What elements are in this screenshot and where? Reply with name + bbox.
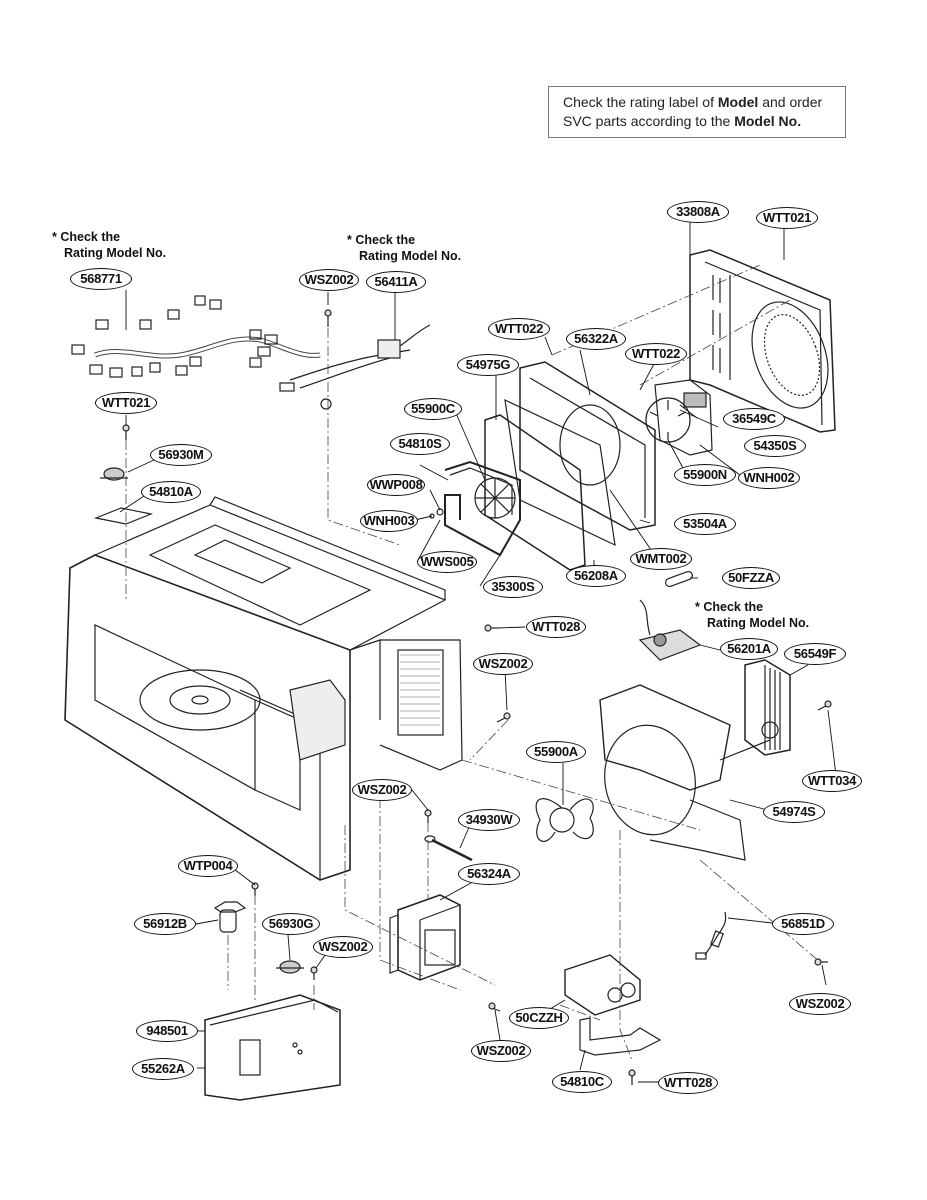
part-label-wsz002-a[interactable]: WSZ002 xyxy=(299,269,359,291)
part-label-wsz002-d[interactable]: WSZ002 xyxy=(313,936,373,958)
notice-line-2: SVC parts according to the Model No. xyxy=(563,113,802,129)
part-label-wtt034[interactable]: WTT034 xyxy=(802,770,862,792)
part-label-wwp008[interactable]: WWP008 xyxy=(367,474,425,496)
assembly-lines xyxy=(125,264,821,1061)
oven-cavity-part xyxy=(64,496,463,881)
air-guide-part xyxy=(599,684,771,861)
part-label-56549f[interactable]: 56549F xyxy=(784,643,846,665)
part-label-50czzh[interactable]: 50CZZH xyxy=(509,1007,569,1029)
back-cover-part xyxy=(689,249,836,433)
part-label-54810a[interactable]: 54810A xyxy=(141,481,201,503)
part-label-56201a[interactable]: 56201A xyxy=(720,638,778,660)
notice-line-1: Check the rating label of Model and orde… xyxy=(563,94,823,110)
part-label-56322a[interactable]: 56322A xyxy=(566,328,626,350)
part-label-54350s[interactable]: 54810S xyxy=(390,433,450,455)
model-notice-box: Check the rating label of Model and orde… xyxy=(548,86,846,138)
part-label-wtt022-a[interactable]: WTT022 xyxy=(488,318,550,340)
part-label-wtt028-b[interactable]: WTT028 xyxy=(658,1072,718,1094)
part-label-wtt022-b[interactable]: WTT022 xyxy=(625,343,687,365)
part-label-33808a[interactable]: 33808A xyxy=(667,201,729,223)
part-label-56324a[interactable]: 56324A xyxy=(458,863,520,885)
hv-diode-part xyxy=(695,911,727,960)
fan-motor-bracket-part xyxy=(645,379,713,456)
capacitor-part xyxy=(564,954,641,1016)
check-rating-note-pcb: * Check the Rating Model No. xyxy=(695,600,810,630)
thermostat-56930g-part xyxy=(276,960,304,974)
part-label-56851d[interactable]: 56851D xyxy=(772,913,834,935)
part-label-36549c[interactable]: 36549C xyxy=(723,408,785,430)
part-label-56208a[interactable]: 56208A xyxy=(566,565,626,587)
part-label-56411a[interactable]: 56411A xyxy=(366,271,426,293)
thermostat-56930m-part xyxy=(100,467,128,481)
micro-switch-56912b-part xyxy=(213,901,247,933)
check-rating-note-harness: * Check the Rating Model No. xyxy=(52,230,167,260)
heater-element-part xyxy=(444,460,521,557)
part-label-wtt028-a[interactable]: WTT028 xyxy=(526,616,586,638)
fuse-part xyxy=(665,570,693,588)
part-label-53504a[interactable]: 53504A xyxy=(674,513,736,535)
part-label-54810c[interactable]: 54810C xyxy=(552,1071,612,1093)
part-label-56912b[interactable]: 56912B xyxy=(134,913,196,935)
part-label-568771[interactable]: 568771 xyxy=(70,268,132,290)
part-label-wtt021-b[interactable]: WTT021 xyxy=(756,207,818,229)
part-label-54810s[interactable]: 54350S xyxy=(744,435,806,457)
capacitor-bracket-part xyxy=(579,1017,662,1056)
part-label-56930m[interactable]: 56930M xyxy=(150,444,212,466)
part-label-55900n[interactable]: 55900N xyxy=(674,464,736,486)
convection-fan-blade-part xyxy=(474,477,516,519)
check-rating-note-power-cord: * Check the Rating Model No. xyxy=(347,233,462,263)
part-label-wsz002-e[interactable]: WSZ002 xyxy=(789,993,851,1015)
part-label-wnh002[interactable]: WNH002 xyxy=(738,467,800,489)
part-label-wmt002[interactable]: WMT002 xyxy=(630,548,692,570)
part-label-54974s[interactable]: 54974S xyxy=(763,801,825,823)
screw-parts xyxy=(122,309,832,1085)
part-label-54975g[interactable]: 54975G xyxy=(457,354,519,376)
part-label-wsz002-f[interactable]: WSZ002 xyxy=(471,1040,531,1062)
part-label-35300s[interactable]: 35300S xyxy=(483,576,543,598)
part-label-34930w[interactable]: 34930W xyxy=(458,809,520,831)
power-cord-part xyxy=(279,324,431,410)
part-label-wnh003[interactable]: WNH003 xyxy=(360,510,418,532)
bracket-54810a-part xyxy=(93,507,154,525)
part-label-948501[interactable]: 948501 xyxy=(136,1020,198,1042)
transformer-part xyxy=(389,894,461,981)
latch-board-part xyxy=(204,994,341,1101)
part-label-wws005[interactable]: WWS005 xyxy=(417,551,477,573)
part-label-wtp004[interactable]: WTP004 xyxy=(178,855,238,877)
magnetron-part xyxy=(744,659,791,756)
part-label-50fzza[interactable]: 50FZZA xyxy=(722,567,780,589)
wire-harness-part xyxy=(71,295,321,378)
cooling-fan-part xyxy=(535,798,594,842)
part-label-wsz002-b[interactable]: WSZ002 xyxy=(473,653,533,675)
noise-filter-pcb-part xyxy=(638,599,702,661)
part-label-56930g[interactable]: 56930G xyxy=(262,913,320,935)
part-label-wtt021-a[interactable]: WTT021 xyxy=(95,392,157,414)
part-label-55900a[interactable]: 55900A xyxy=(526,741,586,763)
convection-housing-part xyxy=(484,361,656,571)
part-label-wsz002-c[interactable]: WSZ002 xyxy=(352,779,412,801)
part-label-55262a[interactable]: 55262A xyxy=(132,1058,194,1080)
part-label-55900c[interactable]: 55900C xyxy=(404,398,462,420)
